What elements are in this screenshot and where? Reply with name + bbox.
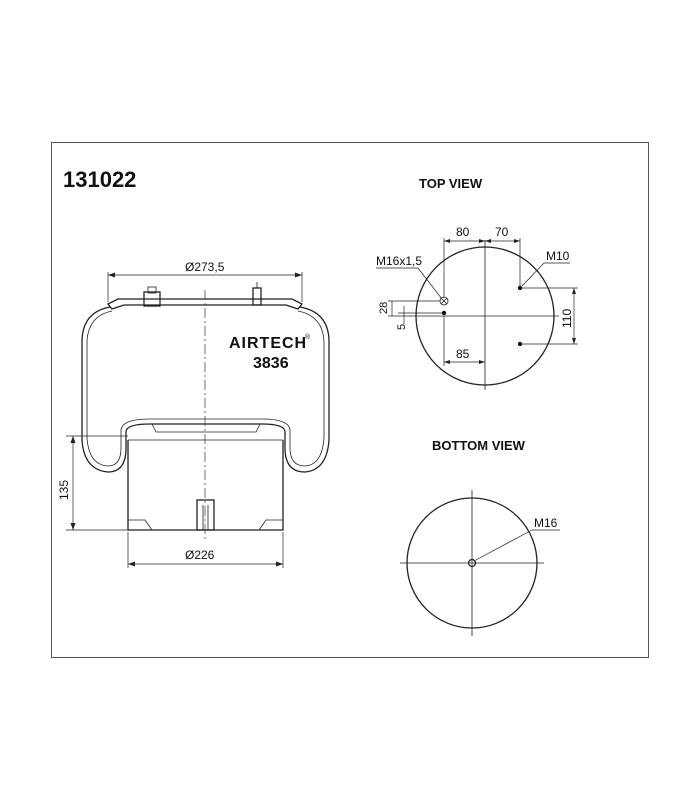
dim-5-label: 5 bbox=[396, 324, 408, 330]
m16x15-leader bbox=[417, 267, 443, 300]
height-label: 135 bbox=[57, 480, 71, 500]
top-plate bbox=[106, 298, 304, 310]
dim-110-arrows bbox=[572, 288, 576, 344]
m10-leader bbox=[521, 262, 545, 287]
m16-leader bbox=[473, 529, 533, 562]
stud-small bbox=[252, 287, 262, 306]
bottom-diameter-label: Ø226 bbox=[185, 548, 215, 562]
dim-110-label: 110 bbox=[560, 309, 574, 328]
registered-mark: ® bbox=[305, 333, 311, 341]
dim-70-label: 70 bbox=[495, 225, 509, 239]
brand-model: 3836 bbox=[253, 355, 289, 372]
drawing-frame bbox=[51, 142, 649, 658]
dim-85-label: 85 bbox=[456, 347, 470, 361]
side-view: Ø273,5 Ø226 135 AIRTECH ® 3836 bbox=[57, 260, 330, 568]
m10-hole-upper bbox=[517, 285, 523, 291]
bellows-outline bbox=[81, 306, 330, 473]
top-view: 80 70 110 85 28 5 M16x1,5 M10 bbox=[376, 225, 578, 390]
stud-large bbox=[143, 291, 161, 307]
thread-large-label: M16x1,5 bbox=[376, 254, 422, 268]
dim-28-label: 28 bbox=[378, 302, 390, 314]
dim-80-label: 80 bbox=[456, 225, 470, 239]
piston-body bbox=[127, 440, 284, 531]
part-number: 131022 bbox=[63, 167, 136, 192]
bottom-view: M16 bbox=[400, 490, 560, 636]
bellows-inner-outline bbox=[86, 310, 325, 467]
piston-top-cap bbox=[151, 423, 261, 433]
brand-name: AIRTECH bbox=[229, 335, 307, 352]
bottom-thread-label: M16 bbox=[534, 516, 558, 530]
stud-large-tip bbox=[147, 286, 157, 294]
m10-hole-lower bbox=[517, 341, 523, 347]
top-view-title: TOP VIEW bbox=[419, 176, 483, 191]
stud-hole-dot bbox=[441, 310, 447, 316]
dim-80-70-arrows bbox=[444, 239, 520, 243]
top-diameter-label: Ø273,5 bbox=[185, 260, 225, 274]
bottom-view-title: BOTTOM VIEW bbox=[432, 438, 526, 453]
bottom-bolt-hole bbox=[467, 558, 477, 568]
piston-bottom-recess bbox=[128, 519, 283, 531]
piston-bolt bbox=[196, 499, 215, 531]
thread-small-label: M10 bbox=[546, 249, 570, 263]
